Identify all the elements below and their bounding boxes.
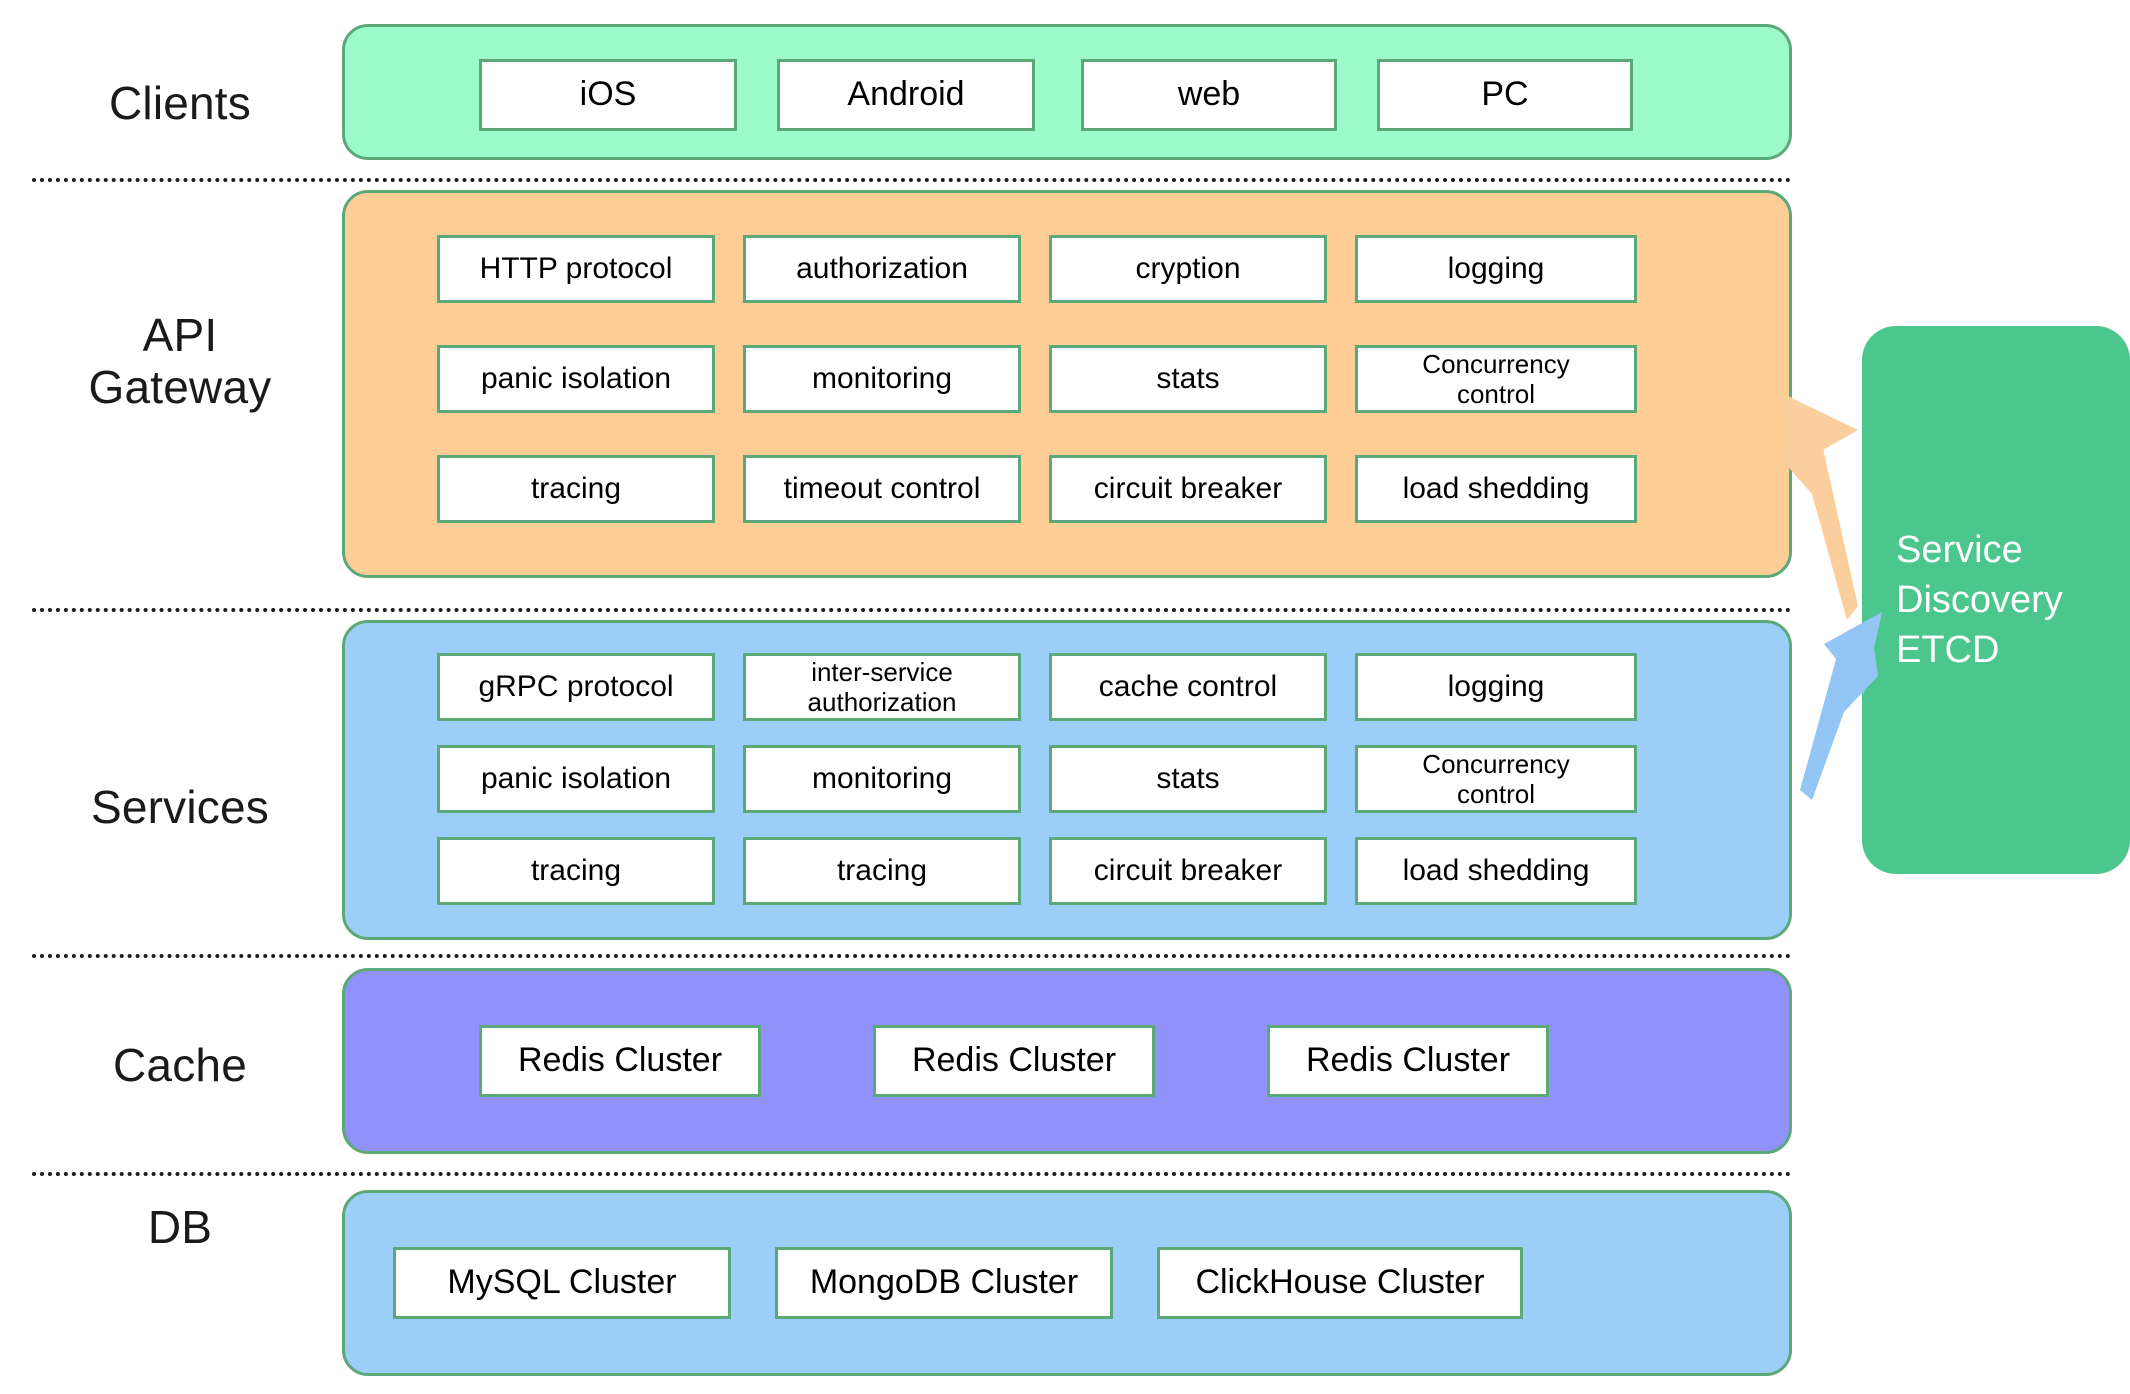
client-box-web[interactable]: web: [1081, 59, 1337, 131]
row-label-api-gateway: API Gateway: [88, 309, 272, 413]
service-box-circuit-breaker[interactable]: circuit breaker: [1049, 837, 1327, 905]
service-box-logging[interactable]: logging: [1355, 653, 1637, 721]
cache-box-redis-cluster-3[interactable]: Redis Cluster: [1267, 1025, 1549, 1097]
service-box-load-shedding[interactable]: load shedding: [1355, 837, 1637, 905]
layer-db: MySQL Cluster MongoDB Cluster ClickHouse…: [342, 1190, 1792, 1376]
client-box-android[interactable]: Android: [777, 59, 1035, 131]
client-box-pc[interactable]: PC: [1377, 59, 1633, 131]
db-box-clickhouse-cluster[interactable]: ClickHouse Cluster: [1157, 1247, 1523, 1319]
separator-clients-gateway: [32, 178, 1792, 182]
row-label-services: Services: [91, 781, 269, 833]
row-label-clients: Clients: [108, 77, 251, 129]
gateway-box-concurrency-control[interactable]: Concurrency control: [1355, 345, 1637, 413]
gateway-box-load-shedding[interactable]: load shedding: [1355, 455, 1637, 523]
layer-clients: iOS Android web PC: [342, 24, 1792, 160]
gateway-box-authorization[interactable]: authorization: [743, 235, 1021, 303]
service-box-inter-service-authorization[interactable]: inter-service authorization: [743, 653, 1021, 721]
layer-services: gRPC protocol inter-service authorizatio…: [342, 620, 1792, 940]
gateway-box-timeout-control[interactable]: timeout control: [743, 455, 1021, 523]
separator-cache-db: [32, 1172, 1792, 1176]
gateway-box-circuit-breaker[interactable]: circuit breaker: [1049, 455, 1327, 523]
service-box-tracing-2[interactable]: tracing: [743, 837, 1021, 905]
client-box-ios[interactable]: iOS: [479, 59, 737, 131]
gateway-box-cryption[interactable]: cryption: [1049, 235, 1327, 303]
layer-api-gateway: HTTP protocol authorization cryption log…: [342, 190, 1792, 578]
service-box-concurrency-control[interactable]: Concurrency control: [1355, 745, 1637, 813]
gateway-box-tracing[interactable]: tracing: [437, 455, 715, 523]
service-discovery-panel[interactable]: Service Discovery ETCD: [1862, 326, 2130, 874]
service-box-tracing-1[interactable]: tracing: [437, 837, 715, 905]
service-box-grpc-protocol[interactable]: gRPC protocol: [437, 653, 715, 721]
db-box-mongodb-cluster[interactable]: MongoDB Cluster: [775, 1247, 1113, 1319]
db-box-mysql-cluster[interactable]: MySQL Cluster: [393, 1247, 731, 1319]
separator-services-cache: [32, 954, 1792, 958]
layer-cache: Redis Cluster Redis Cluster Redis Cluste…: [342, 968, 1792, 1154]
service-box-stats[interactable]: stats: [1049, 745, 1327, 813]
row-label-cache: Cache: [113, 1039, 247, 1091]
cache-box-redis-cluster-2[interactable]: Redis Cluster: [873, 1025, 1155, 1097]
gateway-box-panic-isolation[interactable]: panic isolation: [437, 345, 715, 413]
separator-gateway-services: [32, 608, 1792, 612]
service-box-monitoring[interactable]: monitoring: [743, 745, 1021, 813]
gateway-box-monitoring[interactable]: monitoring: [743, 345, 1021, 413]
row-label-db: DB: [147, 1201, 213, 1253]
gateway-box-logging[interactable]: logging: [1355, 235, 1637, 303]
gateway-box-stats[interactable]: stats: [1049, 345, 1327, 413]
cache-box-redis-cluster-1[interactable]: Redis Cluster: [479, 1025, 761, 1097]
gateway-box-http-protocol[interactable]: HTTP protocol: [437, 235, 715, 303]
service-discovery-label: Service Discovery ETCD: [1896, 528, 2063, 672]
service-box-panic-isolation[interactable]: panic isolation: [437, 745, 715, 813]
service-box-cache-control[interactable]: cache control: [1049, 653, 1327, 721]
